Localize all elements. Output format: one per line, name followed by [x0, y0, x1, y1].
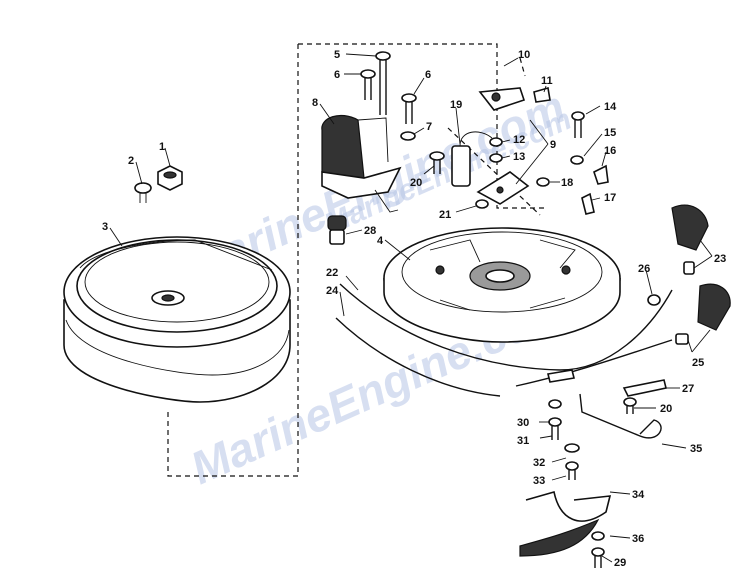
callout-16: 16	[604, 145, 616, 157]
callout-24: 24	[326, 285, 339, 297]
dashed-group-outline	[167, 43, 548, 477]
wire-24	[335, 317, 673, 397]
callout-20-upper: 20	[410, 177, 422, 189]
screw-33	[565, 461, 579, 480]
bracket-34	[519, 490, 612, 557]
leader-lines	[109, 53, 713, 563]
callout-2: 2	[128, 155, 134, 167]
callout-21: 21	[439, 209, 451, 221]
callout-11: 11	[541, 75, 553, 87]
callout-1: 1	[159, 141, 165, 153]
condenser	[451, 131, 493, 187]
screw-20-upper	[429, 151, 445, 174]
callout-17: 17	[604, 192, 616, 204]
callout-23: 23	[714, 253, 726, 265]
screw-21	[475, 199, 489, 209]
clip-26	[647, 294, 661, 306]
callout-33: 33	[533, 475, 545, 487]
callout-6-right: 6	[425, 69, 431, 81]
callout-31: 31	[517, 435, 529, 447]
flywheel-nut	[157, 165, 183, 191]
callout-14: 14	[604, 101, 617, 113]
callout-22: 22	[326, 267, 338, 279]
washer-36	[591, 531, 605, 541]
callout-labels: 1 2 3 4 5 6 6 7 8 9 10 11 12 13 14 15 16…	[102, 49, 726, 569]
points-arm	[478, 87, 526, 111]
spark-plug-boot	[327, 215, 347, 245]
wire-22	[339, 283, 673, 371]
callout-4: 4	[377, 235, 384, 247]
callout-15: 15	[604, 127, 616, 139]
callout-19: 19	[450, 99, 462, 111]
callout-18: 18	[561, 177, 573, 189]
screw-6-left	[360, 69, 376, 100]
callout-32: 32	[533, 457, 545, 469]
armature-plate	[383, 227, 621, 343]
screw-6-right	[401, 93, 417, 124]
washer-7	[400, 131, 416, 141]
washer-30	[548, 399, 562, 409]
link-27	[547, 369, 667, 397]
callout-7: 7	[426, 121, 432, 133]
screw-14	[571, 111, 585, 138]
high-tension-lead-boot-23	[671, 204, 709, 275]
callout-25: 25	[692, 357, 704, 369]
callout-13: 13	[513, 151, 525, 163]
callout-34: 34	[632, 489, 645, 501]
screw-20-lower	[623, 397, 637, 414]
callout-35: 35	[690, 443, 702, 455]
screw-5	[375, 51, 391, 115]
callout-27: 27	[682, 383, 694, 395]
callout-5: 5	[334, 49, 340, 61]
callout-10: 10	[518, 49, 530, 61]
callout-28: 28	[364, 225, 376, 237]
callout-6-left: 6	[334, 69, 340, 81]
callout-36: 36	[632, 533, 644, 545]
callout-26: 26	[638, 263, 650, 275]
washer-13	[489, 153, 503, 163]
screw-18	[536, 177, 550, 187]
high-tension-lead-boot-25	[675, 283, 731, 345]
screw-31	[548, 417, 562, 440]
washer-15	[570, 155, 584, 165]
callout-9: 9	[550, 139, 556, 151]
callout-8: 8	[312, 97, 318, 109]
flywheel	[63, 236, 291, 403]
ignition-coil	[321, 115, 402, 213]
felt-11	[533, 86, 551, 103]
callout-30: 30	[517, 417, 529, 429]
lockwasher	[134, 182, 152, 203]
throttle-rod-35	[579, 393, 662, 439]
callout-29: 29	[614, 557, 626, 569]
callout-12: 12	[513, 134, 525, 146]
screw-12	[489, 137, 503, 147]
clip-16	[593, 164, 609, 185]
screw-29	[591, 547, 605, 568]
callout-20-lower: 20	[660, 403, 672, 415]
callout-3: 3	[102, 221, 108, 233]
clip-17	[581, 192, 595, 215]
washer-32	[564, 443, 580, 453]
breaker-points	[476, 171, 530, 205]
